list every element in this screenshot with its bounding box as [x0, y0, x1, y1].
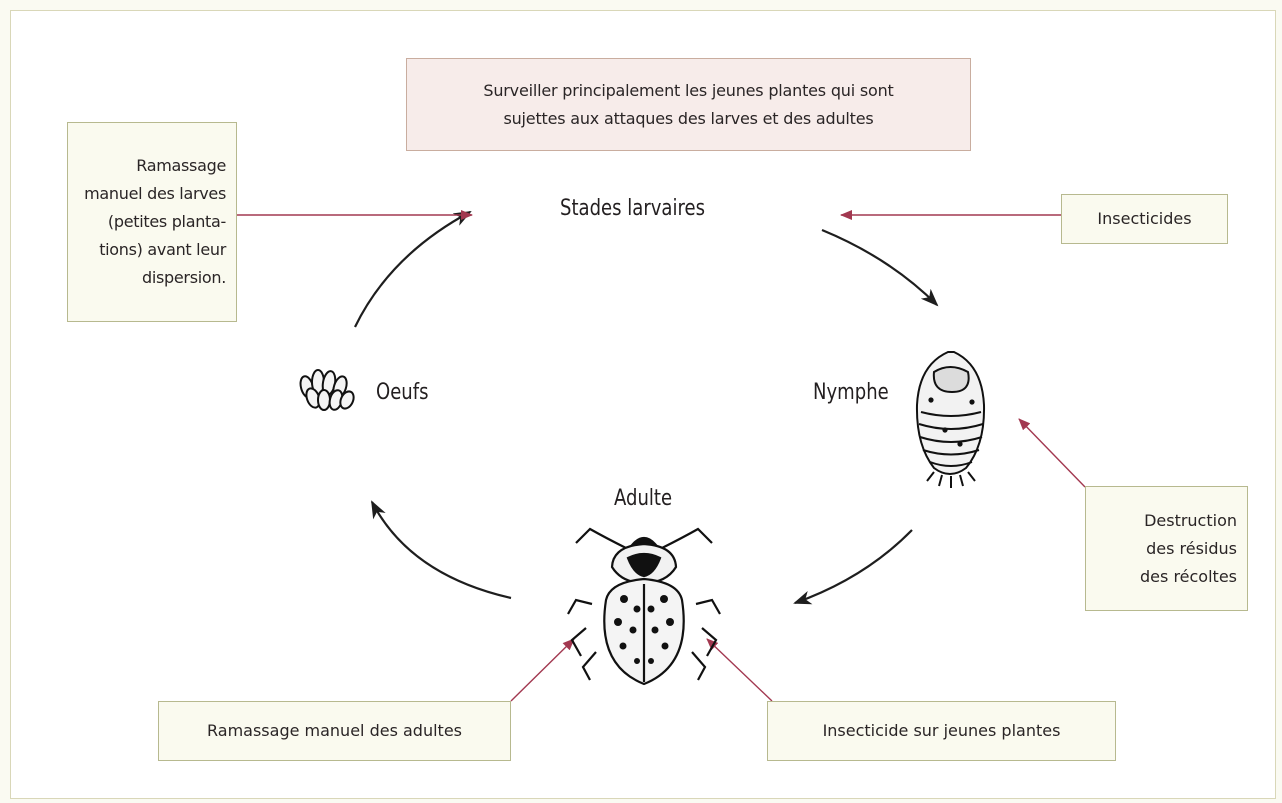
arrow-young-plants: [707, 639, 772, 701]
eggs-illustration: [298, 370, 356, 411]
young-plants-label: Insecticide sur jeunes plantes: [823, 717, 1061, 745]
stage-adult-label: Adulte: [614, 486, 672, 511]
arrow-handpick-adults: [511, 639, 574, 701]
handpick-adults-box: Ramassage manuel des adultes: [158, 701, 511, 761]
stage-larvae-label: Stades larvaires: [560, 196, 705, 221]
young-plants-insecticide-box: Insecticide sur jeunes plantes: [767, 701, 1116, 761]
handpick-larvae-box: Ramassage manuel des larves (petites pla…: [67, 122, 237, 322]
monitor-line-2: sujettes aux attaques des larves et des …: [483, 105, 893, 133]
residue-line-1: Destruction: [1140, 507, 1237, 535]
arrow-adult-to-eggs: [372, 502, 511, 598]
handpick-larvae-line-1: Ramassage: [84, 152, 226, 180]
arrow-larvae-to-pupa: [822, 230, 937, 305]
arrow-residue: [1019, 419, 1085, 487]
handpick-larvae-line-5: dispersion.: [84, 264, 226, 292]
residue-line-3: des récoltes: [1140, 563, 1237, 591]
monitor-line-1: Surveiller principalement les jeunes pla…: [483, 77, 893, 105]
stage-eggs-label: Oeufs: [376, 380, 428, 405]
arrow-eggs-to-larvae: [355, 212, 470, 327]
insecticides-label: Insecticides: [1097, 205, 1191, 233]
beetle-illustration: [568, 529, 720, 684]
pupa-illustration: [917, 352, 984, 488]
residue-line-2: des résidus: [1140, 535, 1237, 563]
stage-pupa-label: Nymphe: [813, 380, 889, 405]
handpick-larvae-line-4: tions) avant leur: [84, 236, 226, 264]
handpick-larvae-line-3: (petites planta-: [84, 208, 226, 236]
handpick-larvae-line-2: manuel des larves: [84, 180, 226, 208]
residue-destruction-box: Destruction des résidus des récoltes: [1085, 486, 1248, 611]
insecticides-box: Insecticides: [1061, 194, 1228, 244]
arrow-pupa-to-adult: [795, 530, 912, 603]
monitor-young-plants-box: Surveiller principalement les jeunes pla…: [406, 58, 971, 151]
handpick-adults-label: Ramassage manuel des adultes: [207, 717, 462, 745]
